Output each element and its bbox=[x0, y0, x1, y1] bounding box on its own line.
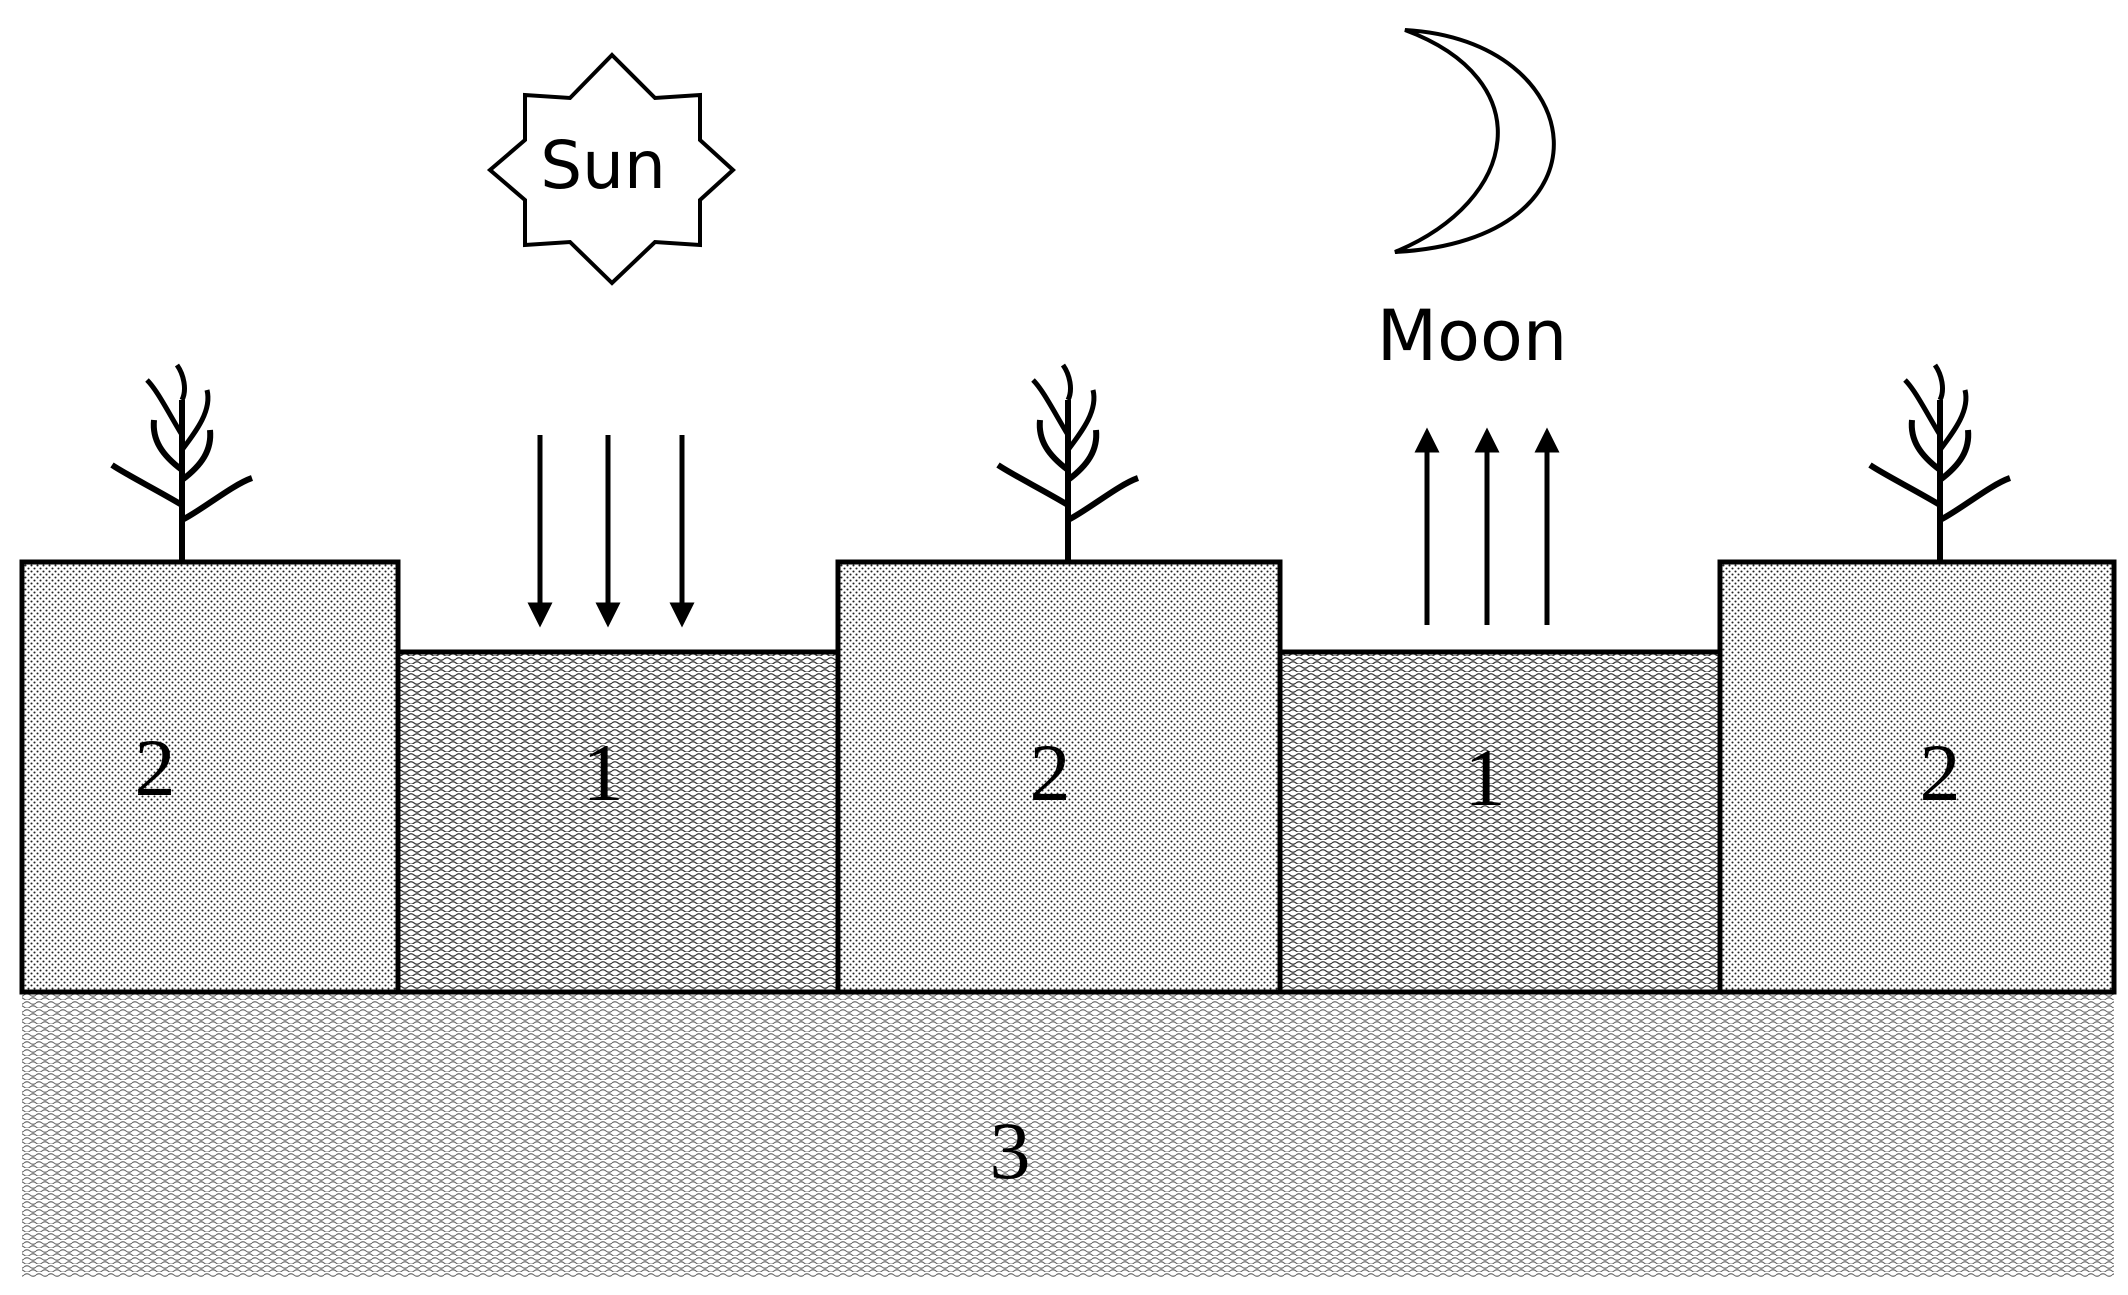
raised-block-center bbox=[835, 559, 1283, 995]
sun-label: Sun bbox=[540, 127, 666, 204]
label-raised-right: 2 bbox=[1920, 727, 1961, 818]
label-raised-center: 2 bbox=[1030, 727, 1071, 818]
moon-label: Moon bbox=[1377, 295, 1567, 377]
moon-icon bbox=[1394, 28, 1556, 254]
label-trench-right: 1 bbox=[1465, 732, 1506, 823]
label-base-layer: 3 bbox=[990, 1105, 1031, 1196]
plant-icon-right bbox=[1870, 365, 2010, 560]
plant-icon-left bbox=[112, 365, 252, 560]
label-raised-left: 2 bbox=[135, 722, 176, 813]
trench-right bbox=[1277, 649, 1723, 995]
plant-icon-center bbox=[998, 365, 1138, 560]
sun-icon bbox=[486, 52, 736, 286]
trench-left bbox=[395, 649, 841, 995]
label-trench-left: 1 bbox=[583, 727, 624, 818]
raised-block-left bbox=[19, 559, 401, 995]
raised-block-right bbox=[1717, 559, 2117, 995]
upward-arrows bbox=[1414, 427, 1560, 625]
base-layer-3 bbox=[22, 992, 2114, 1277]
downward-arrows bbox=[527, 435, 695, 628]
